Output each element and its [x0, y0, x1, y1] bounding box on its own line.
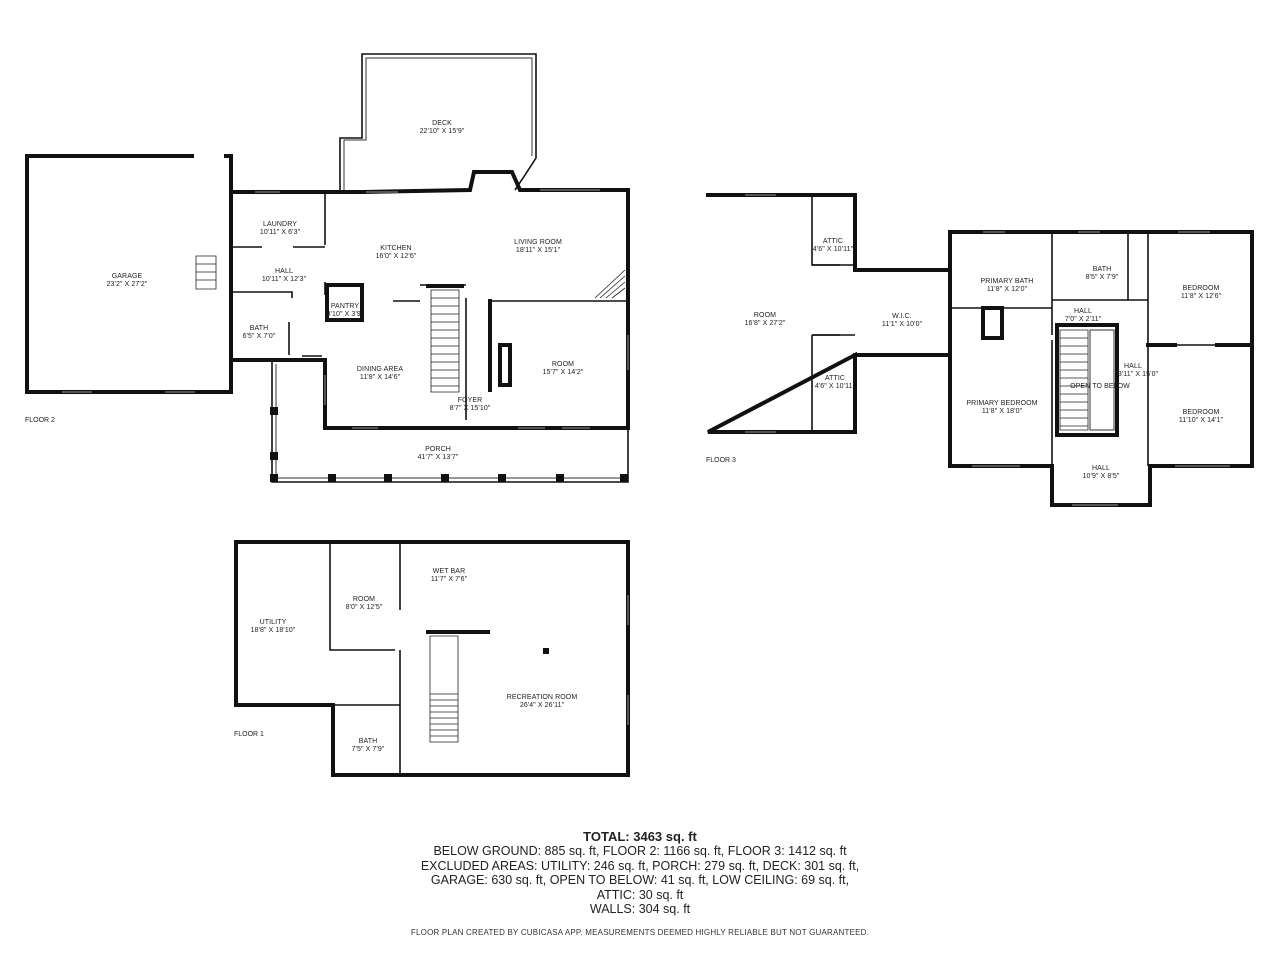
hall-name: HALL [275, 268, 293, 275]
hall-dims: 10'11" X 12'3" [262, 276, 307, 283]
bedroom-2-name: BEDROOM [1183, 409, 1220, 416]
garage-walls [25, 154, 233, 394]
recreation-room-name: RECREATION ROOM [507, 694, 578, 701]
hall-bottom-dims: 10'9" X 8'5" [1083, 473, 1120, 480]
house-exterior-walls [229, 170, 630, 430]
attic-bottom-name: ATTIC [825, 375, 845, 382]
wet-bar-dims: 11'7" X 7'6" [431, 576, 468, 583]
floor1-plan: WET BAR 11'7" X 7'6" ROOM 8'0" X 12'5" U… [234, 540, 630, 777]
bedroom-1-dims: 11'8" X 12'6" [1181, 293, 1222, 300]
floor3-plan: ATTIC 4'6" X 10'11" ROOM 16'8" X 27'2" W… [706, 193, 1254, 507]
area-summary: TOTAL: 3463 sq. ft BELOW GROUND: 885 sq.… [340, 829, 940, 917]
room-dims: 16'8" X 27'2" [745, 320, 786, 327]
floor3-label: FLOOR 3 [706, 457, 736, 464]
floor2-plan: DECK 22'10" X 15'9" LAUNDRY 10'11" X 6'3… [25, 53, 630, 483]
attic-top-dims: 4'6" X 10'11" [813, 246, 854, 253]
bedroom-2-dims: 11'10" X 14'1" [1179, 417, 1224, 424]
kitchen-name: KITCHEN [380, 245, 411, 252]
utility-dims: 18'8" X 18'10" [251, 627, 296, 634]
hall-small-name: HALL [1074, 308, 1092, 315]
deck-dims: 22'10" X 15'9" [420, 128, 465, 135]
wet-bar-name: WET BAR [433, 568, 465, 575]
dining-area-name: DINING AREA [357, 366, 403, 373]
pantry-dims: 3'10" X 3'9" [327, 311, 364, 318]
summary-line: ATTIC: 30 sq. ft [596, 887, 684, 902]
hall-mid-dims: 3'11" X 15'0" [1118, 371, 1159, 378]
utility-name: UTILITY [260, 619, 287, 626]
room-name: ROOM [353, 596, 375, 603]
deck-name: DECK [432, 120, 452, 127]
laundry-name: LAUNDRY [263, 221, 297, 228]
porch-dims: 41'7" X 13'7" [418, 454, 459, 461]
primary-bedroom-name: PRIMARY BEDROOM [966, 400, 1037, 407]
wic-name: W.I.C. [892, 313, 912, 320]
attic-bottom-dims: 4'6" X 10'11" [815, 383, 856, 390]
pantry-name: PANTRY [331, 303, 360, 310]
garage-name: GARAGE [112, 273, 143, 280]
bath-dims: 8'5" X 7'9" [1086, 274, 1119, 281]
floor1-exterior-walls [234, 540, 630, 777]
room-name: ROOM [754, 312, 776, 319]
wic-dims: 11'1" X 10'0" [882, 321, 923, 328]
hall-bottom-name: HALL [1092, 465, 1110, 472]
room-name: ROOM [552, 361, 574, 368]
summary-line: GARAGE: 630 sq. ft, OPEN TO BELOW: 41 sq… [430, 873, 850, 888]
open-to-below-label: OPEN TO BELOW [1070, 383, 1130, 390]
hall-small-dims: 7'0" X 2'11" [1065, 316, 1102, 323]
floor1-label: FLOOR 1 [234, 731, 264, 738]
bath-name: BATH [359, 738, 378, 745]
hall-mid-name: HALL [1124, 363, 1142, 370]
bath-name: BATH [1093, 266, 1112, 273]
foyer-name: FOYER [458, 397, 483, 404]
total-area: TOTAL: 3463 sq. ft [583, 829, 697, 844]
foyer-dims: 8'7" X 15'10" [450, 405, 491, 412]
deck-outline [339, 53, 537, 191]
dining-area-dims: 11'8" X 14'6" [360, 374, 401, 381]
primary-bath-name: PRIMARY BATH [981, 278, 1034, 285]
room-dims: 15'7" X 14'2" [543, 369, 584, 376]
kitchen-dims: 16'0" X 12'6" [376, 253, 417, 260]
living-room-dims: 18'11" X 15'1" [516, 247, 561, 254]
bath-dims: 7'5" X 7'9" [352, 746, 385, 753]
recreation-room-dims: 26'4" X 26'11" [520, 702, 565, 709]
primary-bath-dims: 11'8" X 12'0" [987, 286, 1028, 293]
primary-bedroom-dims: 11'8" X 18'0" [982, 408, 1023, 415]
room-dims: 8'0" X 12'5" [346, 604, 383, 611]
bath-name: BATH [250, 325, 269, 332]
living-room-name: LIVING ROOM [514, 239, 562, 246]
disclaimer-text: FLOOR PLAN CREATED BY CUBICASA APP. MEAS… [410, 928, 870, 937]
summary-line: WALLS: 304 sq. ft [589, 902, 691, 917]
garage-dims: 23'2" X 27'2" [107, 281, 148, 288]
floor3-left-walls [706, 193, 952, 434]
attic-top-name: ATTIC [823, 238, 843, 245]
bath-dims: 6'5" X 7'0" [243, 333, 276, 340]
porch-name: PORCH [425, 446, 451, 453]
porch-outline [271, 362, 629, 483]
laundry-dims: 10'11" X 6'3" [260, 229, 301, 236]
summary-line: EXCLUDED AREAS: UTILITY: 246 sq. ft, POR… [420, 858, 860, 873]
bedroom-1-name: BEDROOM [1183, 285, 1220, 292]
floor2-label: FLOOR 2 [25, 417, 55, 424]
summary-line: BELOW GROUND: 885 sq. ft, FLOOR 2: 1166 … [433, 844, 847, 858]
